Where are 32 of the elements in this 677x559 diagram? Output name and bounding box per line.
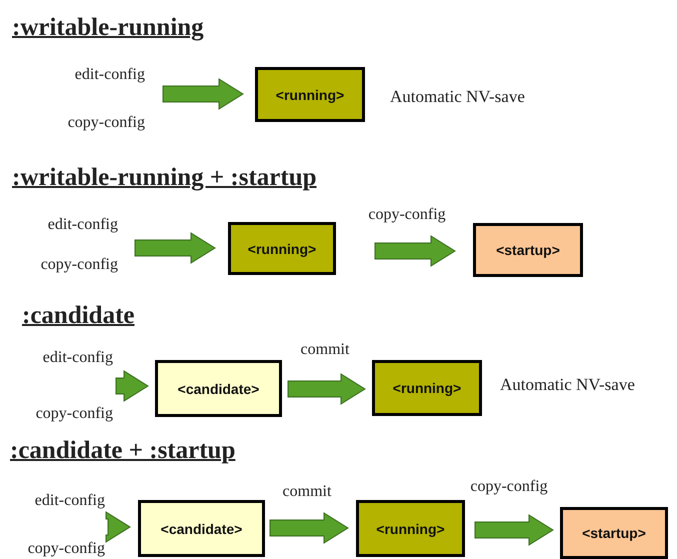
block-arrow [162,78,244,110]
note-text: Automatic NV-save [390,88,525,107]
operation-label: edit-config [48,216,118,234]
section-heading: :candidate [22,302,134,330]
datastore-box: <candidate> [138,500,265,557]
operation-label: edit-config [74,66,145,84]
block-arrow [134,232,216,264]
block-arrow [116,370,149,402]
section-heading: :writable-running [12,14,204,42]
block-arrow [474,514,554,546]
edge-label: copy-config [366,206,448,224]
datastore-box: <running> [255,67,365,122]
block-arrow [288,373,366,405]
datastore-box: <running> [228,222,336,275]
operation-label: edit-config [42,349,113,367]
note-text: Automatic NV-save [500,376,635,395]
operation-label: edit-config [34,492,105,510]
operation-label: copy-config [68,114,145,132]
operation-label: copy-config [40,256,118,274]
section-heading: :writable-running + :startup [12,164,317,192]
block-arrow [106,511,131,543]
datastore-box: <candidate> [155,360,282,417]
datastore-box: <running> [356,500,465,557]
block-arrow [270,512,349,544]
edge-label: copy-config [468,478,550,496]
operation-label: copy-config [36,405,113,423]
block-arrow [374,235,456,267]
datastore-box: <startup> [560,507,668,559]
datastore-box: <running> [372,360,482,416]
operation-label: copy-config [28,540,105,558]
section-heading: :candidate + :startup [10,437,236,464]
datastore-box: <startup> [473,223,583,277]
